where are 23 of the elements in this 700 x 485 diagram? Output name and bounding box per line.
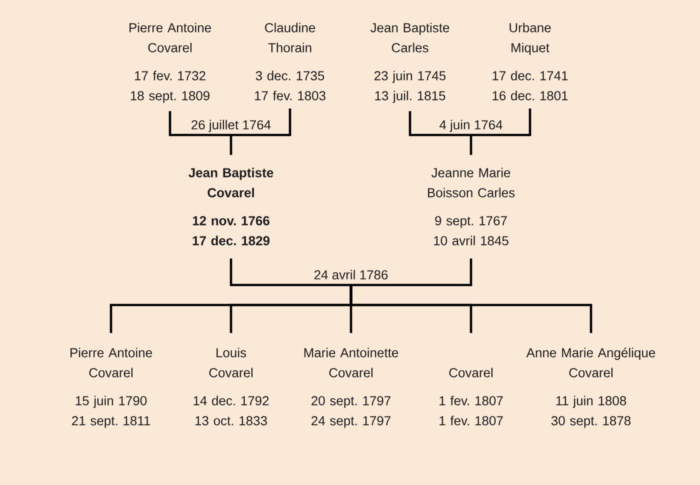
person-entry: Pierre Antoine Covarel 17 fev. 1732 18 sept. 1809: [130, 22, 211, 103]
person-entry: Covarel 1 fev. 1807 1 fev. 1807: [440, 368, 503, 426]
person-entry: Louis Covarel 14 dec. 1792 13 oct. 1833: [194, 348, 269, 426]
connector-line: [350, 285, 592, 333]
person-entry: Jean Baptiste Carles 23 juin 1745 13 juil. 1815: [370, 22, 450, 103]
person-entry: Urbane Miquet 17 dec. 1741 16 dec. 1801: [492, 22, 568, 100]
connector-line: [230, 135, 232, 155]
connector-line: [351, 258, 472, 286]
person-entry: Jean Baptiste Covarel 12 nov. 1766 17 dec. 1829: [188, 168, 274, 246]
date-label: 24 avril 1786: [314, 270, 388, 280]
connector-line: [470, 135, 472, 155]
person-entry: Claudine Thorain 3 dec. 1735 17 fev. 1803: [254, 22, 326, 100]
connector-line: [168, 111, 231, 136]
person-entry: Marie Antoinette Covarel 20 sept. 1797 24 sept. 1797: [304, 348, 398, 428]
date-label: 26 juillet 1764: [192, 120, 271, 132]
connector-line: [231, 108, 292, 136]
connector-line: [471, 108, 532, 136]
connector-line: [408, 111, 471, 136]
date-label: 4 juin 1764: [440, 120, 502, 132]
connector-line: [230, 258, 351, 286]
person-entry: Pierre Antoine Covarel 15 juin 1790 21 sept. 1811: [70, 348, 152, 428]
person-entry: Jeanne Marie Boisson Carles 9 sept. 1767 10 avril 1845: [428, 168, 515, 246]
person-entry: Anne Marie Angélique Covarel 11 juin 1808 30 sept. 1878: [526, 348, 656, 428]
